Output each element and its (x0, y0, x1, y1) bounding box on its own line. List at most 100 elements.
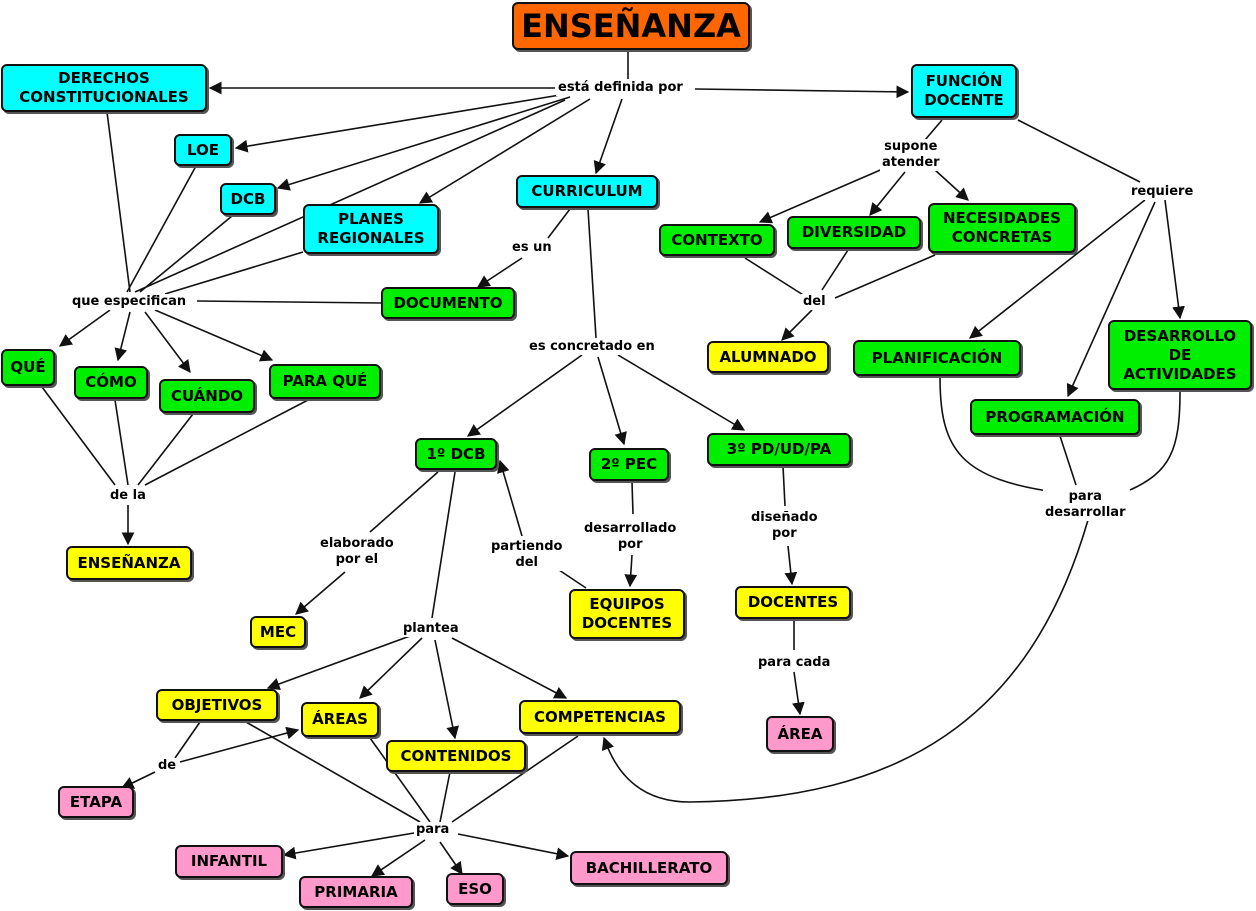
edge-desarrollado-equipos (624, 554, 638, 588)
edge-que-dela (41, 386, 116, 486)
node-diversidad[interactable]: DIVERSIDAD (787, 216, 921, 249)
edge-de-etapa (120, 771, 156, 789)
label-disenado-por: diseñado por (749, 510, 820, 542)
node-contenidos[interactable]: CONTENIDOS (386, 740, 526, 772)
edge-objetivos-de (174, 721, 201, 759)
node-1-dcb[interactable]: 1º DCB (415, 438, 497, 470)
node-bachillerato[interactable]: BACHILLERATO (570, 851, 728, 885)
node-objetivos[interactable]: OBJETIVOS (156, 689, 278, 721)
node-planificacion[interactable]: PLANIFICACIÓN (853, 340, 1021, 376)
node-como[interactable]: CÓMO (74, 366, 148, 399)
node-2-pec[interactable]: 2º PEC (589, 448, 669, 481)
edge-requiere-desarrollo (1164, 199, 1185, 320)
node-etapa[interactable]: ETAPA (58, 786, 134, 818)
label-partiendo-del: partiendo del (489, 539, 565, 571)
label-del-alumnado: del (801, 294, 828, 310)
node-loe[interactable]: LOE (174, 134, 232, 166)
node-alumnado[interactable]: ALUMNADO (707, 341, 829, 373)
label-de: de (156, 758, 179, 774)
edge-diversidad-del (821, 249, 849, 291)
label-supone-atender: supone atender (880, 139, 942, 171)
edge-concretado-pec2 (597, 356, 627, 446)
node-desarrollo-actividades[interactable]: DESARROLLO DE ACTIVIDADES (1108, 320, 1252, 390)
edge-funcion-supone (924, 119, 943, 141)
edge-competencias-para (451, 735, 579, 823)
edge-como-dela (114, 399, 129, 486)
node-derechos-constitucionales[interactable]: DERECHOS CONSTITUCIONALES (1, 64, 207, 112)
edge-concretado-dcb1 (466, 354, 583, 437)
edge-curriculum-concretado (587, 208, 597, 339)
edge-plantea-competencias (451, 637, 568, 699)
node-programacion[interactable]: PROGRAMACIÓN (970, 399, 1140, 435)
edge-quespec-cuando (144, 311, 191, 374)
label-elaborado-por-el: elaborado por el (318, 536, 396, 568)
edge-para-eso (439, 841, 463, 876)
node-equipos-docentes[interactable]: EQUIPOS DOCENTES (569, 589, 685, 639)
edge-contenidos-para (439, 771, 451, 823)
edge-quespec-paraque (154, 309, 274, 362)
edge-requiere-programacion (1066, 201, 1156, 398)
edge-supone-necesidades (934, 169, 969, 201)
edge-plantea-objetivos (266, 635, 411, 691)
node-primaria[interactable]: PRIMARIA (299, 876, 413, 908)
node-3-pd-ud-pa[interactable]: 3º PD/UD/PA (707, 433, 851, 466)
edge-definida-dcb (276, 96, 571, 191)
node-dcb[interactable]: DCB (220, 183, 276, 215)
edge-de-areas (179, 726, 300, 763)
edge-para-bachillerato (457, 833, 570, 861)
node-curriculum[interactable]: CURRICULUM (516, 175, 658, 208)
edge-del-alumnado (781, 309, 813, 341)
node-funcion-docente[interactable]: FUNCIÓN DOCENTE (911, 64, 1017, 118)
edge-supone-diversidad (869, 171, 906, 216)
node-infantil[interactable]: INFANTIL (175, 845, 283, 878)
edge-elaborado-mec (295, 571, 346, 615)
node-documento[interactable]: DOCUMENTO (381, 287, 515, 319)
node-para-que[interactable]: PARA QUÉ (269, 364, 381, 399)
edge-para-infantil (282, 831, 421, 860)
node-planes-regionales[interactable]: PLANES REGIONALES (303, 204, 439, 254)
edge-dcb-quespec (139, 215, 233, 293)
node-mec[interactable]: MEC (250, 616, 306, 648)
edge-loe-quespec (126, 165, 197, 293)
label-desarrollado-por: desarrollado por (582, 521, 679, 553)
edge-definida-planes (418, 98, 591, 204)
edge-documento-quespec (196, 300, 383, 304)
edge-definida-curriculum (593, 98, 623, 175)
edge-objetivos-para (245, 721, 421, 823)
edge-quespec-como (114, 311, 131, 362)
edge-plantea-contenidos (434, 639, 459, 740)
edge-dcb1-plantea (431, 471, 456, 619)
node-necesidades-concretas[interactable]: NECESIDADES CONCRETAS (928, 203, 1076, 253)
node-ensenanza-title[interactable]: ENSEÑANZA (512, 2, 750, 50)
label-esta-definida-por: está definida por (556, 80, 685, 96)
node-areas[interactable]: ÁREAS (301, 702, 379, 737)
label-plantea: plantea (401, 621, 461, 637)
edge-areas-para (369, 737, 431, 823)
edge-curriculum-esun (547, 208, 571, 239)
edge-necesidades-del (834, 254, 936, 299)
edge-dcb1-elaborado (369, 471, 439, 533)
node-docentes[interactable]: DOCENTES (735, 586, 851, 619)
node-area[interactable]: ÁREA (766, 716, 834, 752)
edge-para-primaria (370, 839, 426, 877)
node-que[interactable]: QUÉ (1, 349, 55, 386)
edge-definida-loe (234, 94, 561, 153)
edge-paraque-dela (144, 399, 309, 486)
node-eso[interactable]: ESO (446, 873, 504, 905)
edge-concretado-pd3 (617, 354, 746, 431)
edge-requiere-planificacion (968, 199, 1146, 339)
edge-partiendo-dcb1 (497, 459, 523, 537)
label-para: para (414, 822, 452, 838)
node-ensenanza-bottom[interactable]: ENSEÑANZA (66, 546, 192, 580)
node-cuando[interactable]: CUÁNDO (159, 379, 255, 413)
node-competencias[interactable]: COMPETENCIAS (519, 700, 681, 734)
edge-desarrollo-paradesarrollar (1129, 391, 1181, 491)
label-es-concretado-en: es concretado en (527, 339, 657, 355)
edge-planificacion-paradesarrollar (939, 376, 1063, 494)
node-contexto[interactable]: CONTEXTO (659, 224, 775, 256)
edge-derechos-quespec (106, 111, 131, 293)
edge-supone-contexto (758, 167, 886, 224)
edge-planes-quespec (164, 251, 304, 295)
label-requiere: requiere (1129, 184, 1196, 200)
